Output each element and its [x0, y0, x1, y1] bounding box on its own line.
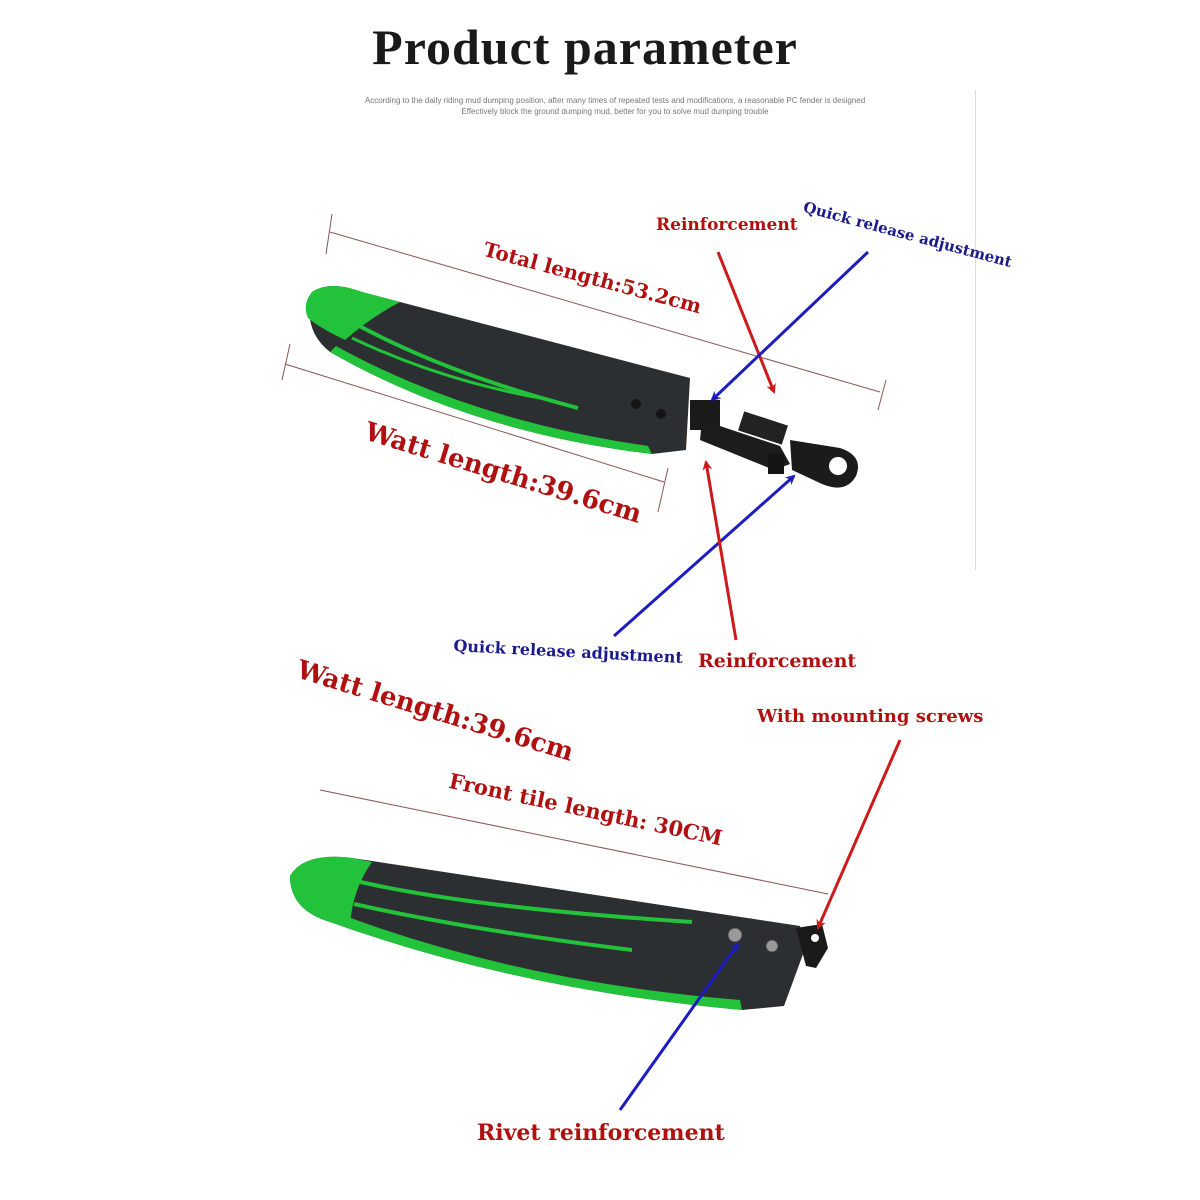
mounting-screws-label: With mounting screws	[757, 706, 984, 727]
subtitle-line-1: According to the daily riding mud dumpin…	[364, 96, 866, 105]
quick-release-bottom-arrow	[613, 474, 796, 638]
watt-length-dimension	[281, 343, 669, 513]
subtitle-line-2: Effectively block the ground dumping mud…	[461, 107, 769, 116]
page-title: Product parameter	[372, 19, 798, 75]
reinforcement-bottom-label: Reinforcement	[698, 650, 857, 672]
mounting-screws-arrow	[816, 739, 902, 930]
rivet-reinforcement-arrow	[618, 942, 740, 1111]
rear-bracket	[690, 400, 858, 488]
reinforcement-top-label: Reinforcement	[656, 215, 798, 235]
reinforcement-bottom-arrow	[702, 460, 738, 641]
reinforcement-top-arrow	[716, 251, 776, 394]
front-tile-length-dimension	[319, 789, 829, 895]
rear-fender	[305, 286, 690, 454]
quick-release-top-arrow	[710, 250, 870, 402]
total-length-dimension	[325, 213, 887, 411]
rivet-reinforcement-label: Rivet reinforcement	[477, 1120, 725, 1146]
divider-line	[975, 90, 976, 570]
front-fender	[290, 856, 828, 1010]
